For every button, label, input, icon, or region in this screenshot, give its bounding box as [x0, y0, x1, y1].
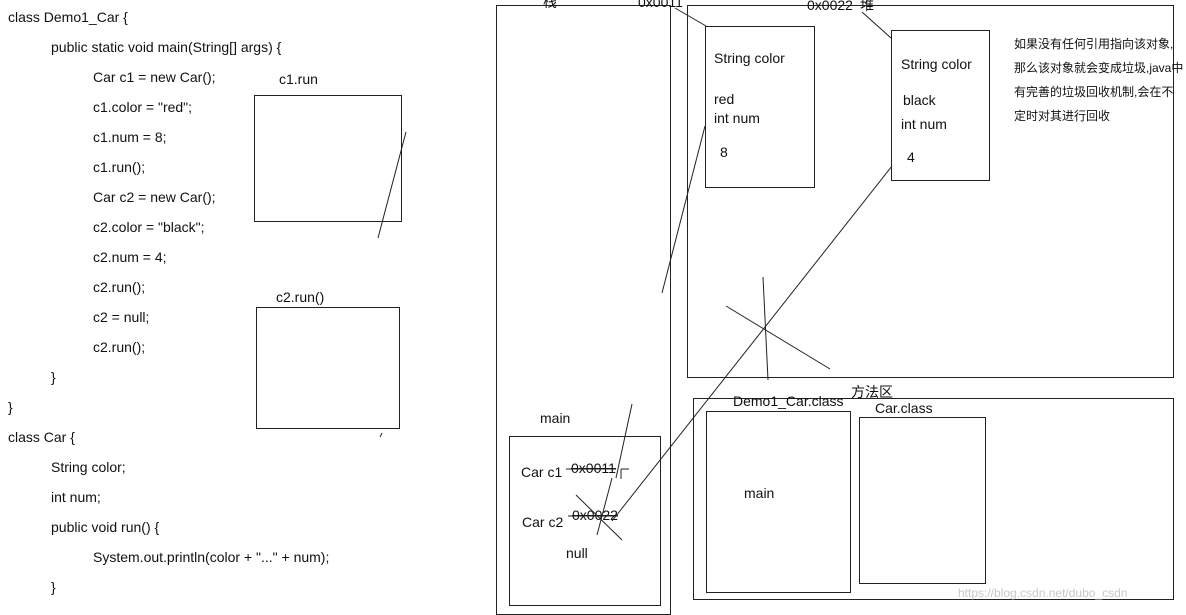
- code-line: public void run() {: [51, 519, 160, 535]
- c2-pointer-line: [611, 165, 893, 522]
- car-class-box: [859, 417, 986, 584]
- obj2-field-num: int num: [901, 116, 947, 132]
- c2-frame-mark: [379, 432, 383, 438]
- c2-run-frame-label: c2.run(): [276, 289, 325, 305]
- c1-run-frame: [254, 95, 402, 222]
- demo-main-method: main: [744, 485, 775, 501]
- demo-class-label: Demo1_Car.class: [733, 393, 844, 409]
- heap-obj2-address: 0x0022: [807, 0, 853, 13]
- null-value: null: [566, 545, 588, 561]
- code-line: c1.run();: [93, 159, 146, 175]
- watermark: https://blog.csdn.net/dubo_csdn: [958, 586, 1128, 600]
- heap-title: 堆: [860, 0, 874, 13]
- obj1-value-color: red: [714, 91, 735, 107]
- main-frame-label: main: [540, 410, 571, 426]
- c1-pointer-line: [661, 125, 706, 294]
- code-line: Car c1 = new Car();: [93, 69, 216, 85]
- code-line: String color;: [51, 459, 126, 475]
- obj1-field-num: int num: [714, 110, 760, 126]
- car-object-1: [705, 26, 815, 188]
- c1-address: 0x0011: [571, 460, 616, 476]
- code-line: int num;: [51, 489, 101, 505]
- obj1-field-color: String color: [714, 50, 785, 66]
- c1-variable-label: Car c1: [521, 464, 563, 480]
- stack-title: 栈: [543, 0, 557, 10]
- heap-area: [687, 5, 1174, 378]
- obj2-field-color: String color: [901, 56, 972, 72]
- method-area: [693, 398, 1174, 600]
- code-line: System.out.println(color + "..." + num);: [93, 549, 330, 565]
- code-line: c2.num = 4;: [93, 249, 167, 265]
- garbage-collection-note: 如果没有任何引用指向该对象,那么该对象就会变成垃圾,java中有完善的垃圾回收机…: [1014, 37, 1184, 123]
- stack-strike-2: [596, 477, 613, 536]
- code-line: }: [51, 579, 56, 595]
- car-object-2: [891, 30, 990, 181]
- heap-cross-2: [762, 276, 769, 381]
- obj2-address-tick: [861, 11, 892, 39]
- code-line: c2 = null;: [93, 309, 150, 325]
- c2-address-cross: [575, 494, 623, 541]
- c2-run-frame: [256, 307, 400, 429]
- code-line: public static void main(String[] args) {: [51, 39, 282, 55]
- code-line: c1.num = 8;: [93, 129, 167, 145]
- code-line: c2.run();: [93, 279, 146, 295]
- car-class-label: Car.class: [875, 400, 933, 416]
- code-line: class Demo1_Car {: [8, 9, 128, 25]
- c2-variable-label: Car c2: [522, 514, 564, 530]
- code-line: c2.run();: [93, 339, 146, 355]
- stack-strike-1: [615, 403, 633, 479]
- obj2-value-color: black: [903, 92, 936, 108]
- method-area-title: 方法区: [851, 384, 893, 400]
- code-line: Car c2 = new Car();: [93, 189, 216, 205]
- heap-obj1-address: 0x0011: [638, 0, 683, 10]
- code-line: }: [8, 399, 13, 415]
- demo-class-box: [706, 411, 851, 593]
- obj1-address-tick: [674, 7, 707, 27]
- obj1-value-num: 8: [720, 144, 728, 160]
- code-line: }: [51, 369, 56, 385]
- main-frame: [509, 436, 661, 606]
- heap-cross-1: [725, 305, 831, 370]
- c1-run-frame-label: c1.run: [279, 71, 318, 87]
- code-line: class Car {: [8, 429, 75, 445]
- c2-address: 0x0022: [572, 507, 618, 523]
- c1-run-strike-line: [377, 131, 407, 239]
- code-line: c2.color = "black";: [93, 219, 205, 235]
- code-line: c1.color = "red";: [93, 99, 193, 115]
- obj2-value-num: 4: [907, 149, 915, 165]
